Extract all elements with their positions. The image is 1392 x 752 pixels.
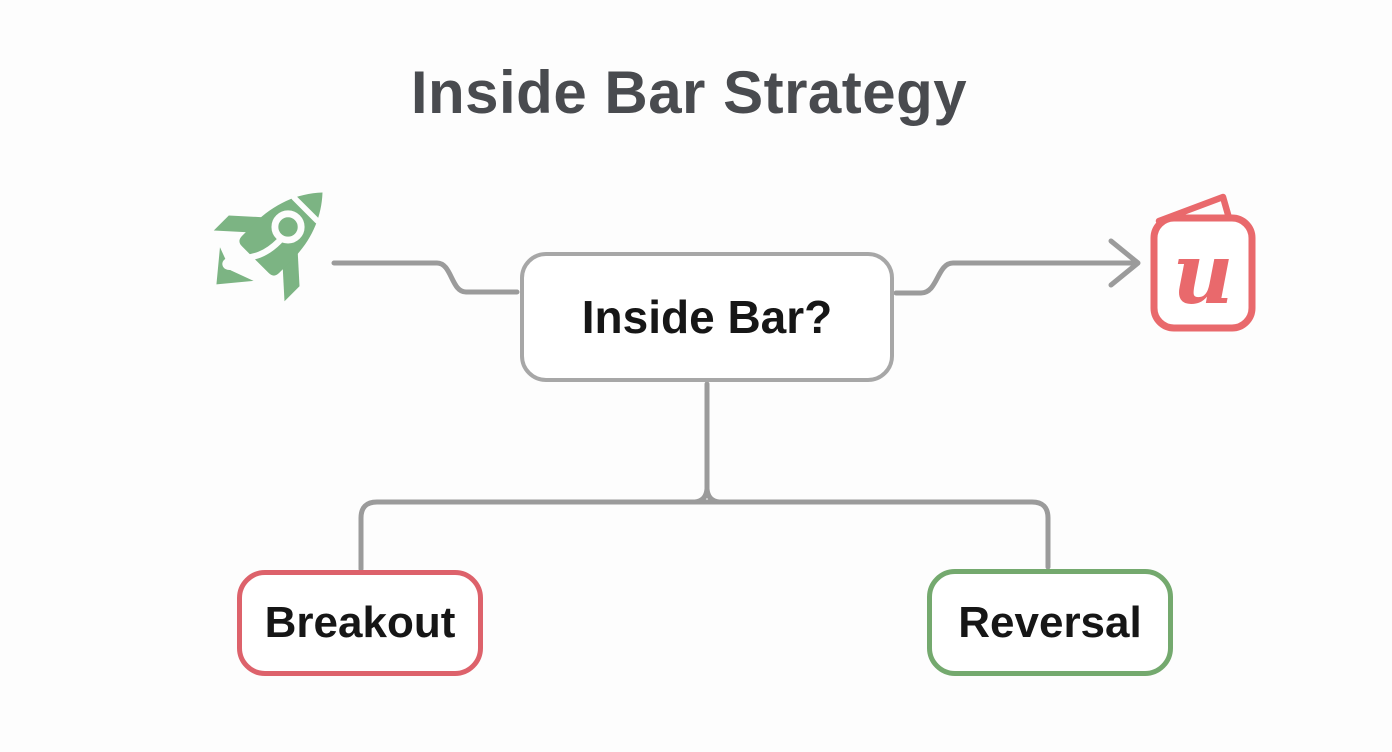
decision-node: Inside Bar?: [520, 252, 894, 382]
card-flap: [1155, 193, 1233, 225]
card-letter: u: [1172, 224, 1233, 323]
rocket-flame: [216, 247, 254, 285]
rocket-exhaust-hook: [222, 237, 283, 270]
rocket-stripe: [291, 194, 321, 224]
decision-node-label: Inside Bar?: [581, 291, 833, 343]
edge-junction: [692, 486, 722, 505]
page-title: Inside Bar Strategy: [410, 59, 968, 126]
reversal-node-label: Reversal: [958, 597, 1142, 647]
course-card-u-icon: u: [1146, 190, 1260, 336]
card-cover: [1150, 214, 1256, 332]
reversal-node: Reversal: [927, 569, 1173, 676]
breakout-node: Breakout: [237, 570, 483, 676]
edge-rocket-to-decision: [331, 260, 520, 295]
edge-branch: [358, 499, 1051, 572]
rocket-window: [271, 210, 305, 244]
arrow-head-icon: [1108, 238, 1141, 288]
rocket-icon: [198, 166, 348, 318]
edge-decision-to-card: [893, 260, 1136, 296]
breakout-node-label: Breakout: [264, 598, 456, 647]
